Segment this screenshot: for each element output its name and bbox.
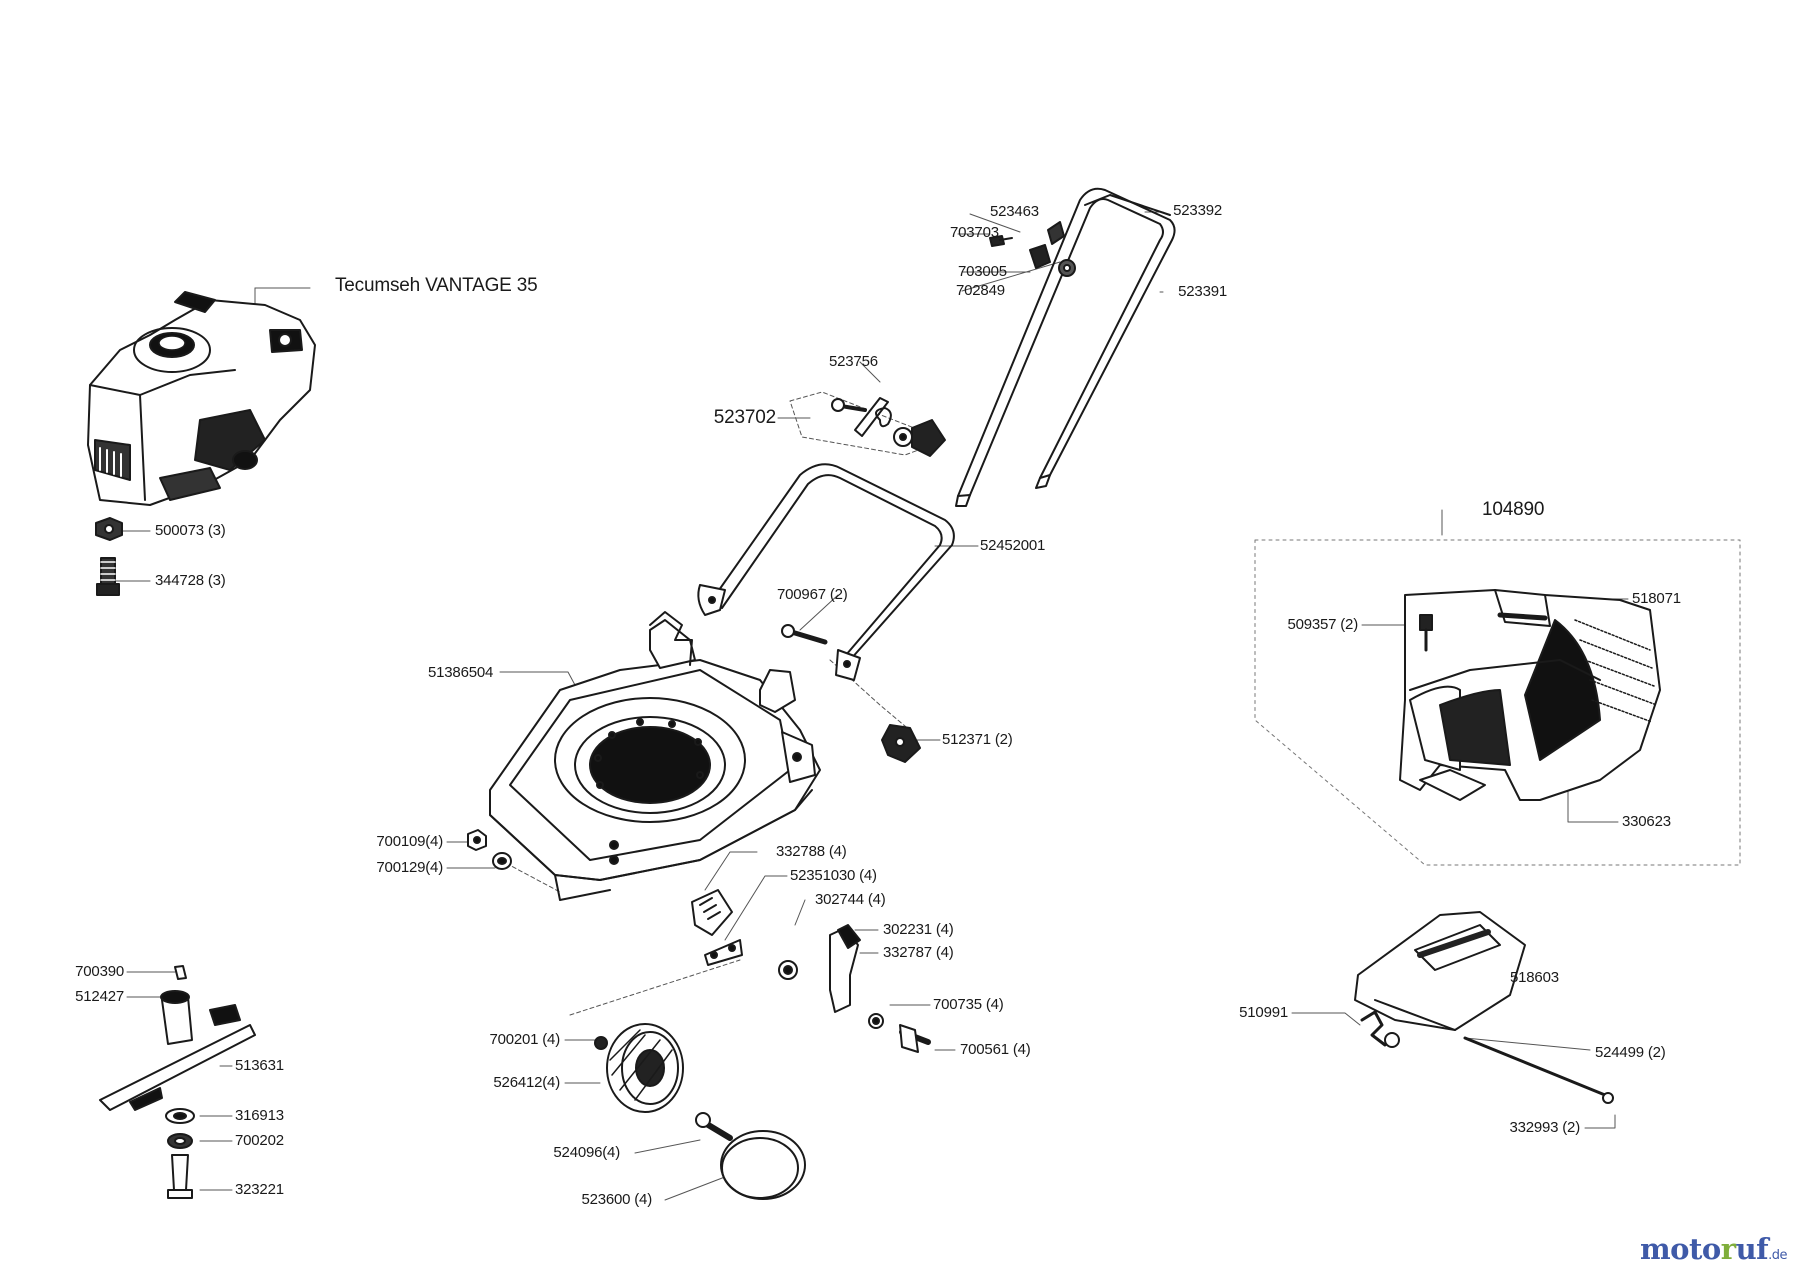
part-700202: 700202 [235, 1132, 284, 1149]
part-512427: 512427 [75, 988, 124, 1005]
part-700201: 700201 (4) [489, 1031, 560, 1048]
deck-nuts [467, 829, 512, 870]
part-509357: 509357 (2) [1287, 616, 1358, 633]
catcher-assembly-frame [1254, 539, 1741, 866]
flap-rod [1463, 1036, 1614, 1104]
part-500073: 500073 (3) [155, 522, 226, 539]
knob-512371 [881, 724, 921, 763]
part-316913: 316913 [235, 1107, 284, 1124]
part-323221: 323221 [235, 1181, 284, 1198]
part-523392: 523392 [1173, 202, 1222, 219]
brand-part2: r [1720, 1232, 1736, 1266]
blade-assembly [99, 965, 256, 1199]
part-518603: 518603 [1510, 969, 1559, 986]
part-700129: 700129(4) [376, 859, 443, 876]
engine-drawing [87, 291, 316, 506]
part-332788: 332788 (4) [776, 843, 847, 860]
handle-hardware [989, 221, 1076, 277]
bolt-700967 [781, 624, 828, 645]
assembly-104890: 104890 [1482, 499, 1545, 520]
part-700967: 700967 (2) [777, 586, 848, 603]
part-523600: 523600 (4) [581, 1191, 652, 1208]
part-524096: 524096(4) [553, 1144, 620, 1161]
catcher-screw [1419, 614, 1433, 652]
handle-knob-assembly [831, 397, 946, 457]
leader-lines [109, 211, 1629, 1201]
part-302231: 302231 (4) [883, 921, 954, 938]
part-700561: 700561 (4) [960, 1041, 1031, 1058]
wheel-axle-and-cap [695, 1112, 806, 1200]
part-344728: 344728 (3) [155, 572, 226, 589]
part-510991: 510991 [1239, 1004, 1288, 1021]
height-adjuster-parts [691, 889, 861, 1013]
part-703005: 703005 [958, 263, 1007, 280]
part-700735: 700735 (4) [933, 996, 1004, 1013]
part-302744: 302744 (4) [815, 891, 886, 908]
engine-fasteners [95, 517, 123, 596]
part-702849: 702849 [956, 282, 1005, 299]
assembly-523702: 523702 [713, 407, 776, 428]
mower-deck-drawing [489, 611, 821, 901]
brand-suffix: .de [1768, 1248, 1788, 1263]
lower-handle-drawing [697, 463, 955, 681]
part-332787: 332787 (4) [883, 944, 954, 961]
flap-spring [1360, 1010, 1400, 1048]
brand-part1: moto [1640, 1232, 1721, 1266]
part-703703: 703703 [950, 224, 999, 241]
part-526412: 526412(4) [493, 1074, 560, 1091]
rear-flap-drawing [1354, 911, 1526, 1031]
part-518071: 518071 [1632, 590, 1681, 607]
part-330623: 330623 [1622, 813, 1671, 830]
part-523756: 523756 [829, 353, 878, 370]
part-52452001: 52452001 [980, 537, 1046, 554]
axle-bolt [868, 1013, 931, 1053]
part-51386504: 51386504 [428, 664, 494, 681]
brand-logo[interactable]: motoruf.de [1640, 1232, 1788, 1266]
part-700109: 700109(4) [376, 833, 443, 850]
wheel-drawing [594, 1023, 684, 1113]
part-523391: 523391 [1178, 283, 1227, 300]
part-700390: 700390 [75, 963, 124, 980]
part-332993: 332993 (2) [1509, 1119, 1580, 1136]
part-523463: 523463 [990, 203, 1039, 220]
brand-part3: uf [1735, 1232, 1769, 1266]
grass-catcher-drawing [1399, 589, 1661, 801]
engine-label: Tecumseh VANTAGE 35 [335, 275, 538, 296]
part-512371: 512371 (2) [942, 731, 1013, 748]
part-52351030: 52351030 (4) [790, 867, 877, 884]
upper-handle-drawing [955, 187, 1176, 507]
part-513631: 513631 [235, 1057, 284, 1074]
part-524499: 524499 (2) [1595, 1044, 1666, 1061]
